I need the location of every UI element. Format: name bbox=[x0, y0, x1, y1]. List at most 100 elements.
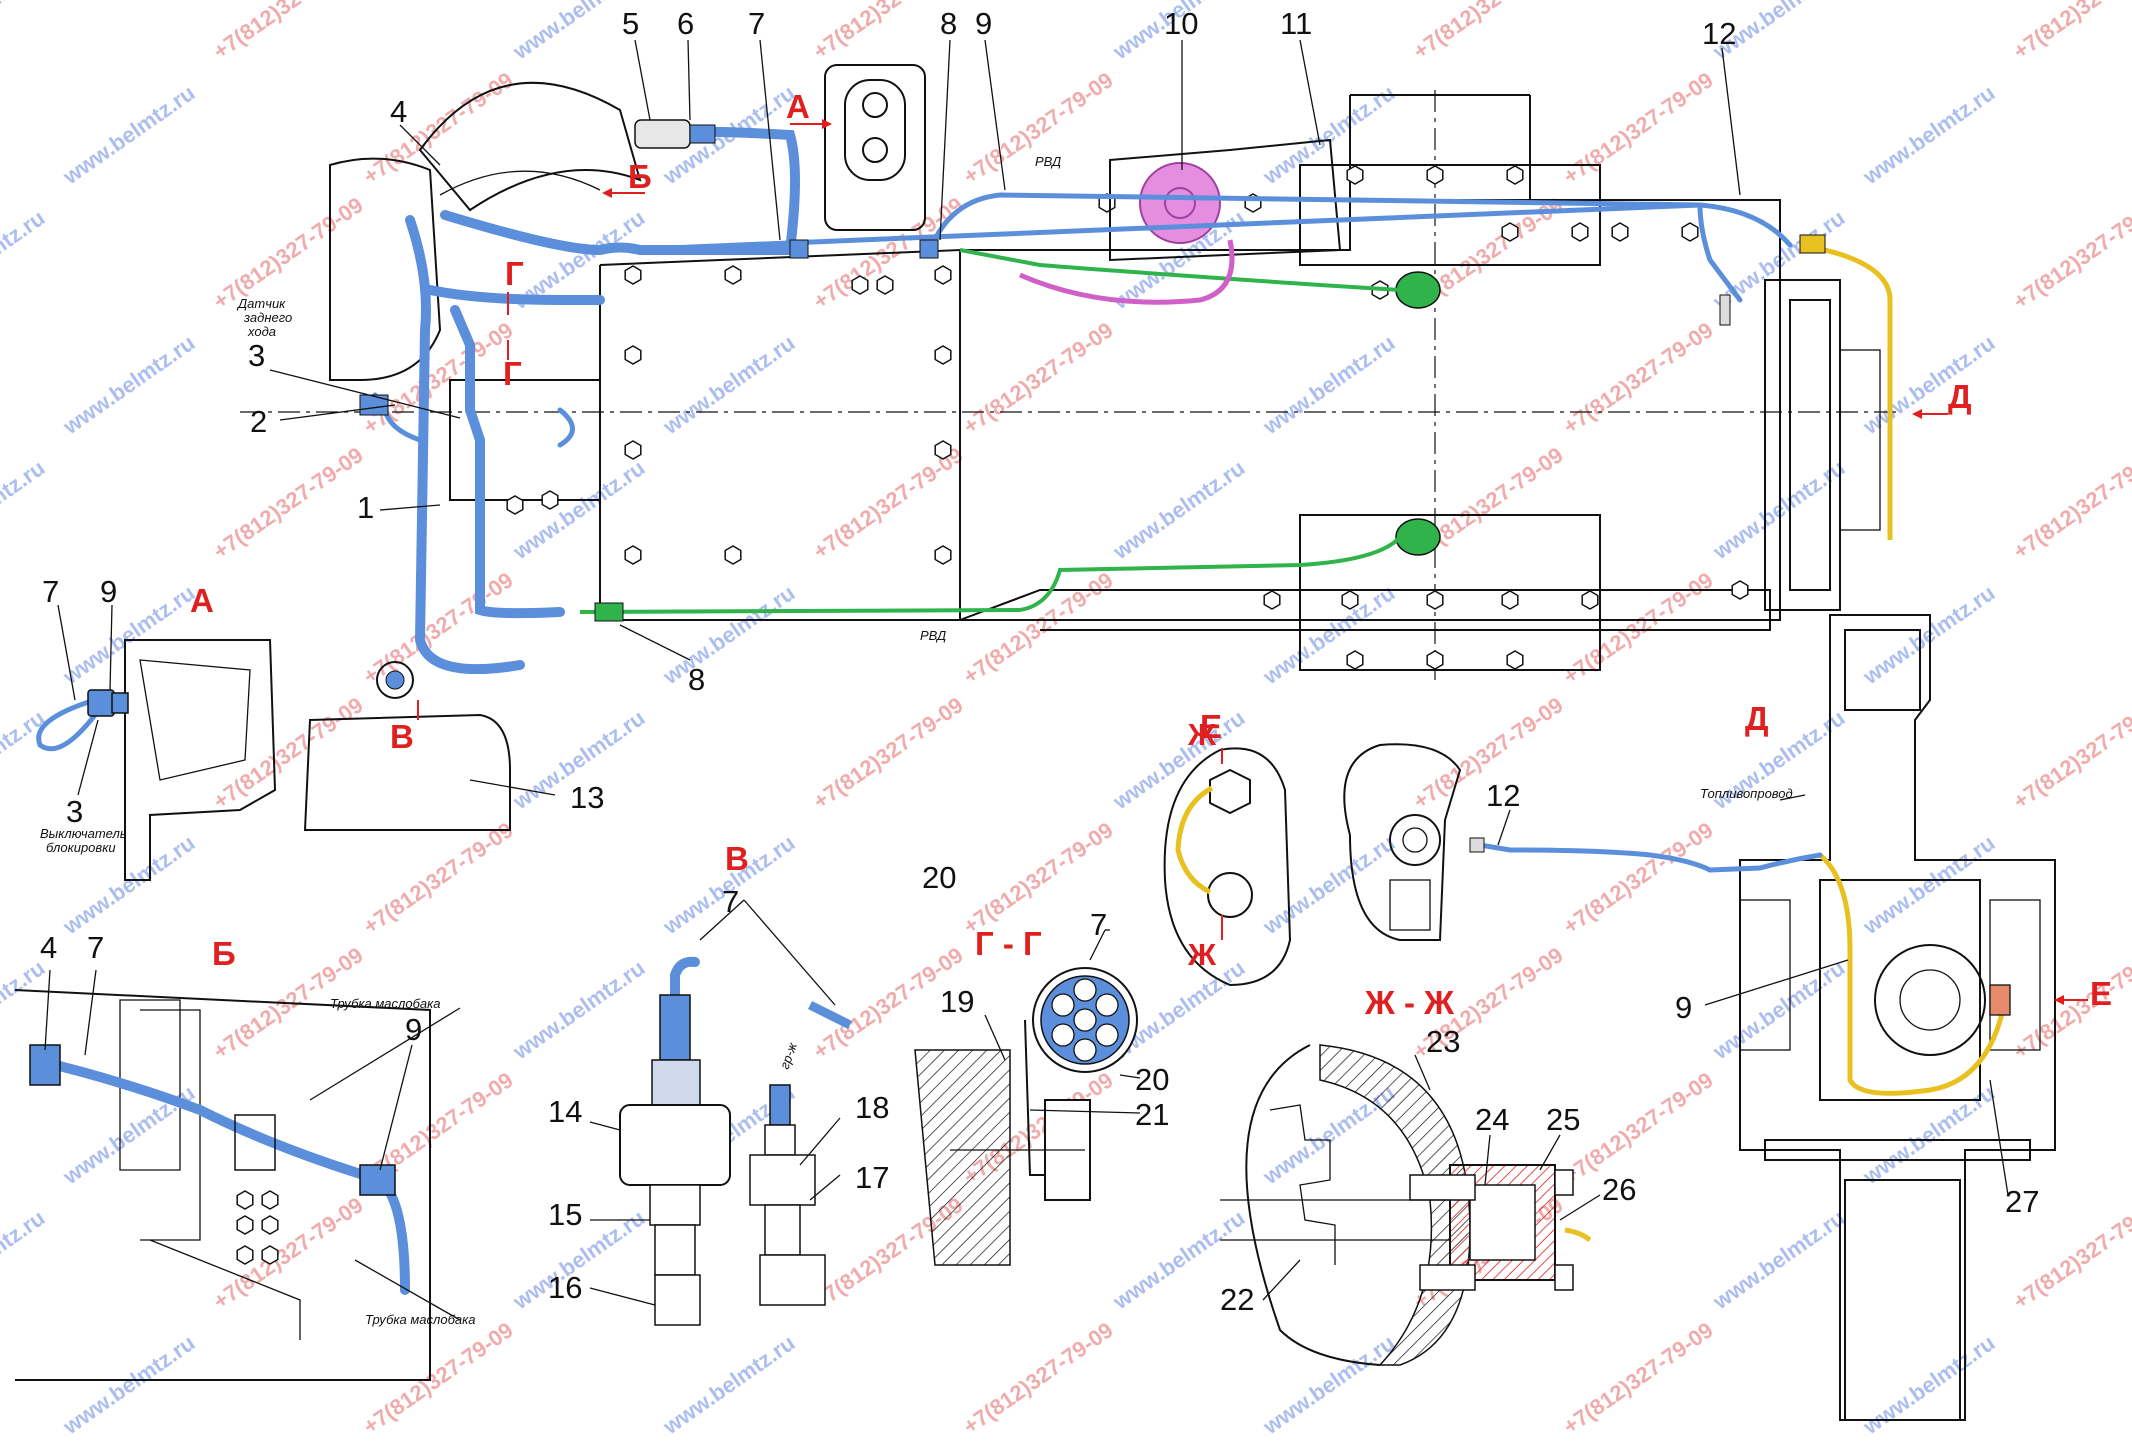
hex-bolt-icon bbox=[934, 440, 952, 460]
hex-bolt-icon bbox=[1571, 222, 1589, 242]
view-g-callout-20-top: 20 bbox=[922, 860, 956, 895]
watermark-phone: +7(812)327-79-09 bbox=[359, 817, 518, 939]
view-sensor-12: 12 bbox=[1343, 743, 1713, 941]
hex-bolt-icon bbox=[1506, 165, 1524, 185]
watermark-phone: +7(812)327-79-09 bbox=[2009, 192, 2132, 314]
hex-bolt-icon bbox=[506, 495, 524, 515]
watermark-site: www.belmtz.ru bbox=[1258, 80, 1400, 190]
gr-zh-label: гр-ж bbox=[777, 1040, 801, 1071]
section-d-marker: Д bbox=[1948, 378, 1972, 415]
wire-cross-section bbox=[1051, 1023, 1075, 1047]
view-g-callout-7: 7 bbox=[1090, 907, 1107, 942]
watermark-site: www.belmtz.ru bbox=[1108, 455, 1250, 565]
hex-bolt-icon bbox=[724, 265, 742, 285]
watermark-phone: +7(812)327-79-09 bbox=[1409, 0, 1568, 64]
section-e-arrow: Е bbox=[2090, 975, 2112, 1012]
view-zh-callout-25: 25 bbox=[1546, 1102, 1580, 1137]
watermark-site: www.belmtz.ru bbox=[1108, 705, 1250, 815]
watermark-site: www.belmtz.ru bbox=[1858, 1080, 2000, 1190]
view-g-callout-21: 21 bbox=[1135, 1097, 1169, 1132]
view-e: Е Ж Ж bbox=[1163, 708, 1292, 987]
view-g-g: 20 Г - Г 7 19 20 21 bbox=[914, 860, 1169, 1266]
view-zh-zh: Ж - Ж 23 24 25 26 22 bbox=[1220, 984, 1636, 1366]
view-g-g-title: Г - Г bbox=[975, 925, 1042, 962]
view-b-callout-7: 7 bbox=[87, 930, 104, 965]
view-d: Д Топливопровод 9 27 Е bbox=[1675, 614, 2112, 1421]
main-callouts: 4 5 6 7 8 9 10 11 12 3 2 1 8 13 Датчик з… bbox=[236, 6, 1736, 815]
watermark-phone: +7(812)327-79-09 bbox=[1559, 317, 1718, 439]
hex-bolt-icon bbox=[876, 275, 894, 295]
watermark-phone: +7(812)327-79-09 bbox=[2009, 0, 2132, 64]
hex-bolt-icon bbox=[1426, 165, 1444, 185]
callout-6: 6 bbox=[677, 6, 694, 41]
view-zh-callout-23: 23 bbox=[1426, 1024, 1460, 1059]
watermark-site: www.belmtz.ru bbox=[58, 80, 200, 190]
view-a: А 7 9 3 Выключатель блокировки bbox=[36, 574, 277, 881]
view-b-callout-9: 9 bbox=[405, 1012, 422, 1047]
watermark-site: www.belmtz.ru bbox=[0, 205, 49, 315]
hex-bolt-icon bbox=[934, 545, 952, 565]
watermark-site: www.belmtz.ru bbox=[58, 1330, 200, 1440]
callout-8-lower: 8 bbox=[688, 662, 705, 697]
hex-bolt-icon bbox=[1426, 590, 1444, 610]
section-g-marker-2: Г bbox=[503, 355, 522, 392]
watermark-site: www.belmtz.ru bbox=[658, 330, 800, 440]
watermark-site: www.belmtz.ru bbox=[0, 455, 49, 565]
hex-bolt-icon bbox=[624, 345, 642, 365]
wire-cross-section bbox=[1095, 993, 1119, 1017]
callout-11: 11 bbox=[1280, 6, 1312, 41]
watermark-site: www.belmtz.ru bbox=[58, 330, 200, 440]
hex-bolt-icon bbox=[1501, 590, 1519, 610]
wire-cross-section bbox=[1073, 1008, 1097, 1032]
callout-10: 10 bbox=[1164, 6, 1198, 41]
view-a-callout-9: 9 bbox=[100, 574, 117, 609]
rvd-label-top: РВД bbox=[1035, 154, 1061, 169]
view-e-title: Е bbox=[1200, 708, 1222, 745]
main-assembly-view bbox=[240, 64, 1900, 831]
wire-cross-section bbox=[1073, 978, 1097, 1002]
watermark-phone: +7(812)327-79-09 bbox=[1559, 1067, 1718, 1189]
watermark-site: www.belmtz.ru bbox=[1258, 1330, 1400, 1440]
view-a-callout-7: 7 bbox=[42, 574, 59, 609]
watermark-phone: +7(812)327-79-09 bbox=[2009, 692, 2132, 814]
section-zh-marker-2: Ж bbox=[1187, 937, 1217, 972]
hex-bolt-icon bbox=[1346, 165, 1364, 185]
hex-bolt-icon bbox=[1426, 650, 1444, 670]
view-v-callout-18: 18 bbox=[855, 1090, 889, 1125]
view-b-title: Б bbox=[212, 935, 236, 972]
watermark-phone: +7(812)327-79-09 bbox=[1559, 817, 1718, 939]
watermark-site: www.belmtz.ru bbox=[58, 1080, 200, 1190]
watermark-phone: +7(812)327-79-09 bbox=[209, 442, 368, 564]
watermark-phone: +7(812)327-79-09 bbox=[809, 692, 968, 814]
callout-4: 4 bbox=[390, 94, 407, 129]
callout-2: 2 bbox=[250, 404, 267, 439]
watermark-phone: +7(812)327-79-09 bbox=[1559, 1317, 1718, 1439]
view-b: Б 4 7 9 Трубка маслобака Трубка маслобак… bbox=[14, 930, 476, 1381]
watermark-site: www.belmtz.ru bbox=[0, 0, 49, 65]
watermark-site: www.belmtz.ru bbox=[1708, 455, 1850, 565]
main-section-markers: А Б Г Г В Д bbox=[390, 88, 1972, 755]
hex-bolt-icon bbox=[1611, 222, 1629, 242]
hex-bolt-icon bbox=[236, 1190, 254, 1210]
view-g-callout-19: 19 bbox=[940, 984, 974, 1019]
hex-bolt-icon bbox=[236, 1245, 254, 1265]
hex-bolt-icon bbox=[934, 265, 952, 285]
callout-12: 12 bbox=[1702, 16, 1736, 51]
callout-13: 13 bbox=[570, 780, 604, 815]
hex-bolt-icon bbox=[1263, 590, 1281, 610]
callout-8: 8 bbox=[940, 6, 957, 41]
main-leader-lines bbox=[269, 39, 1741, 796]
watermark-phone: +7(812)327-79-09 bbox=[2009, 442, 2132, 564]
watermark-site: www.belmtz.ru bbox=[1858, 580, 2000, 690]
watermark-phone: +7(812)327-79-09 bbox=[959, 317, 1118, 439]
hex-bolt-icon bbox=[624, 265, 642, 285]
watermark-site: www.belmtz.ru bbox=[1258, 330, 1400, 440]
reverse-sensor-label-2: заднего bbox=[243, 310, 292, 325]
hex-bolt-icon bbox=[1681, 222, 1699, 242]
watermark-site: www.belmtz.ru bbox=[1858, 80, 2000, 190]
watermark-phone: +7(812)327-79-09 bbox=[1559, 67, 1718, 189]
watermark-site: www.belmtz.ru bbox=[0, 1205, 49, 1315]
watermark-site: www.belmtz.ru bbox=[508, 955, 650, 1065]
callout-7: 7 bbox=[748, 6, 765, 41]
